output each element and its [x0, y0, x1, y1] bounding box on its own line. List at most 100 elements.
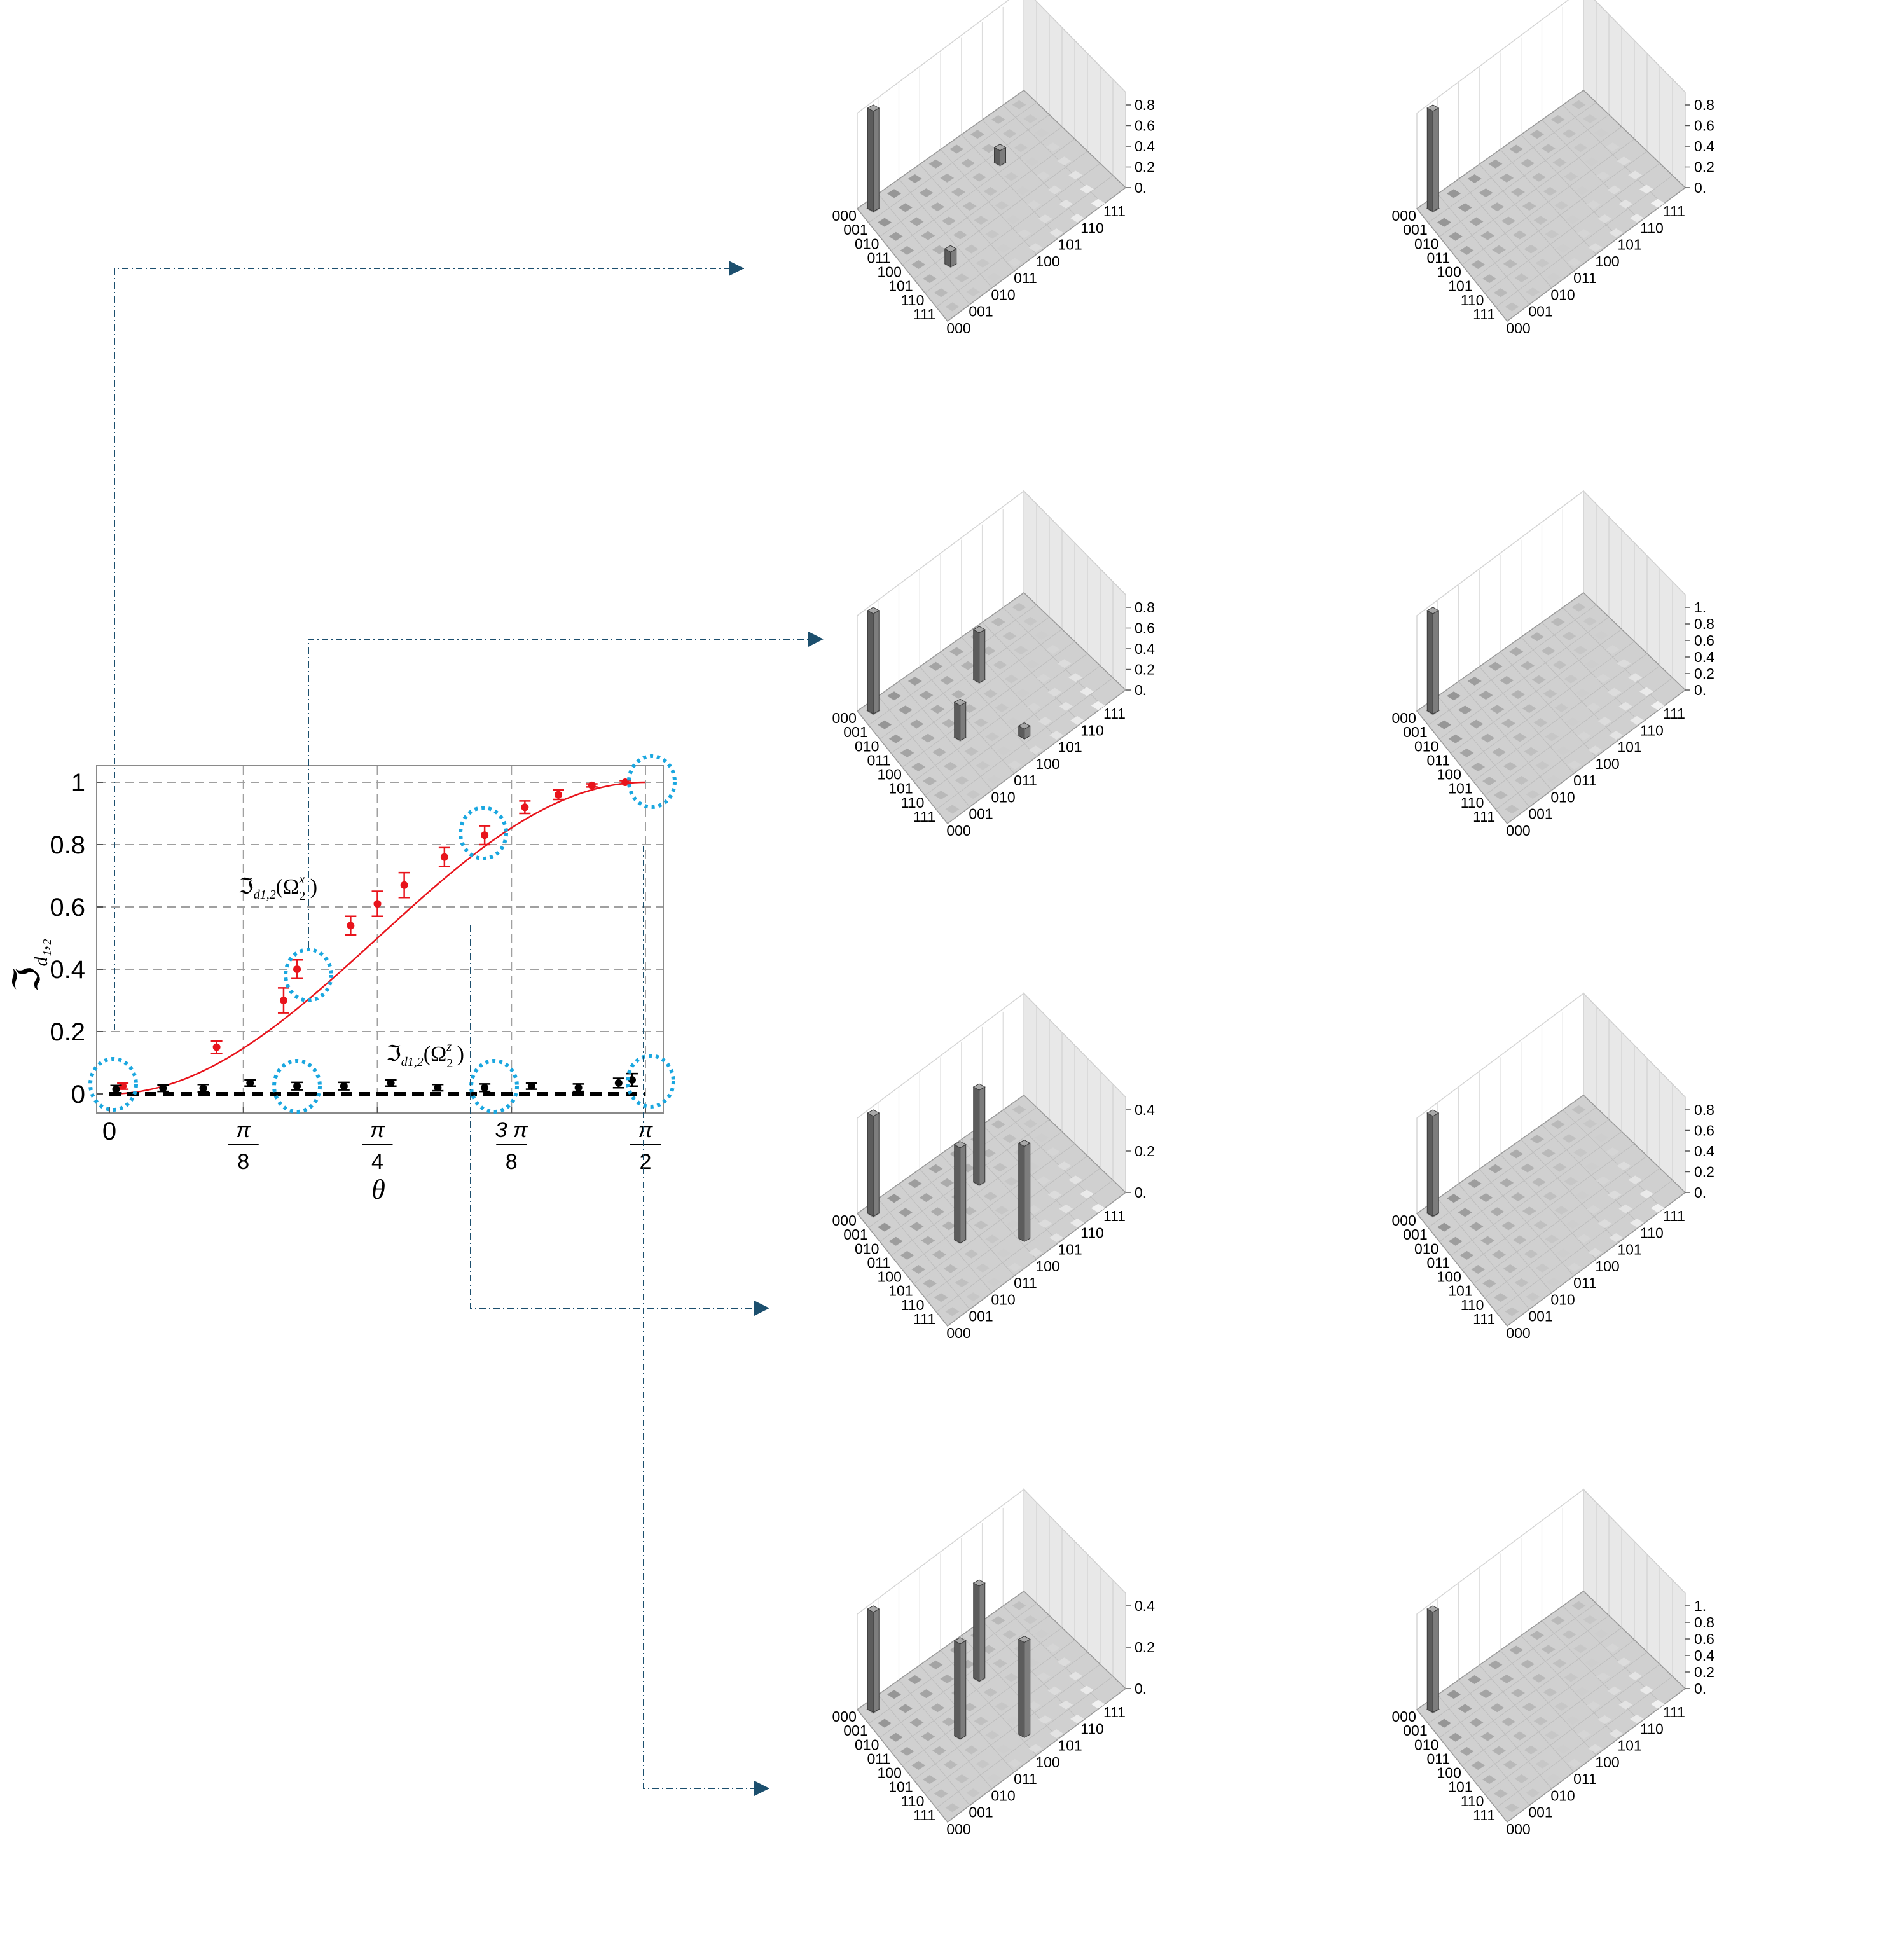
floor-tile — [1571, 1601, 1586, 1610]
series-z-point — [434, 1084, 442, 1092]
floor-tile — [1488, 159, 1503, 169]
panel-row3-right: 0000010100111001011101110000010100111001… — [1392, 992, 1714, 1341]
series-x-point — [212, 1043, 221, 1051]
floor-tile — [900, 1746, 914, 1756]
floor-tile — [1618, 701, 1633, 711]
floor-tile — [1617, 659, 1631, 668]
floor-tile — [1471, 1264, 1486, 1274]
floor-tile — [1004, 1177, 1019, 1186]
z-tick-label: 0.8 — [1694, 97, 1714, 113]
floor-tile — [1006, 717, 1020, 727]
floor-tile — [955, 775, 969, 785]
row-label: 000 — [832, 1708, 857, 1725]
row-label: 000 — [832, 710, 857, 726]
column-label: 110 — [1640, 1720, 1664, 1737]
floor-tile — [921, 231, 935, 240]
floor-tile — [1596, 1176, 1610, 1185]
column-label: 010 — [991, 1787, 1015, 1804]
floor-tile — [1531, 1177, 1546, 1187]
connector-arrows — [114, 261, 824, 1796]
floor-tile — [1514, 775, 1529, 785]
floor-tile — [1480, 733, 1495, 743]
floor-tile — [1566, 215, 1580, 225]
bar-side-right — [873, 610, 880, 715]
floor-tile — [1639, 1189, 1653, 1199]
floor-tile — [1492, 1250, 1506, 1259]
floor-tile — [1080, 687, 1094, 696]
floor-tile — [1007, 258, 1022, 267]
column-label: 110 — [1080, 219, 1104, 236]
floor-tile — [1007, 760, 1022, 770]
floor-tile — [900, 748, 914, 757]
floor-tile — [1012, 100, 1026, 109]
floor-tile — [1045, 142, 1060, 152]
floor-tile — [1585, 660, 1599, 669]
floor-tile — [1562, 1134, 1576, 1143]
floor-tile — [995, 1701, 1009, 1711]
bar-top — [867, 104, 880, 112]
floor-tile — [1617, 1161, 1631, 1171]
density-matrix-panels: 0000010100111001011101110000010100111001… — [832, 0, 1714, 1837]
floor-tile — [1531, 675, 1546, 684]
column-label: 001 — [969, 1804, 993, 1821]
floor-tile — [1458, 203, 1472, 212]
floor-tile — [1480, 1236, 1495, 1245]
column-label: 100 — [1035, 1258, 1059, 1274]
row-label: 100 — [1437, 766, 1461, 783]
floor-tile — [1575, 1191, 1589, 1200]
floor-tile — [919, 1689, 934, 1699]
floor-tile — [1535, 258, 1550, 268]
floor-tile — [1002, 1134, 1017, 1143]
floor-tile — [928, 1660, 943, 1669]
floor-tile — [1575, 186, 1589, 195]
floor-tile — [1550, 1615, 1565, 1625]
floor-tile — [1564, 172, 1578, 181]
row-label: 111 — [913, 306, 935, 322]
floor-tile — [1586, 702, 1601, 712]
floor-tile — [1068, 170, 1083, 180]
floor-tile — [1045, 1147, 1060, 1157]
floor-tile — [1479, 1689, 1493, 1699]
floor-tile — [1650, 1203, 1665, 1213]
floor-tile — [1467, 1178, 1482, 1188]
floor-tile — [1521, 158, 1535, 168]
bar-side-right — [1024, 1142, 1031, 1243]
x-tick-denominator: 8 — [506, 1150, 518, 1174]
floor-tile — [1628, 673, 1643, 682]
floor-tile — [1543, 689, 1557, 698]
row-label: 011 — [867, 249, 890, 266]
z-tick-label: 0.8 — [1694, 1102, 1714, 1118]
floor-grid — [913, 653, 1088, 782]
floor-tile — [1521, 1163, 1535, 1173]
y-tick-label: 1 — [71, 769, 85, 797]
floor-tile — [1488, 1660, 1503, 1669]
floor-tile — [1545, 732, 1559, 742]
floor-tile — [1471, 259, 1486, 269]
column-label: 011 — [1573, 772, 1597, 789]
row-label: 011 — [1426, 1254, 1450, 1271]
floor-tile — [1070, 715, 1084, 725]
floor-tile — [1023, 114, 1038, 123]
floor-tile — [1530, 1631, 1544, 1640]
bar-side-left — [973, 1086, 980, 1186]
floor-tile — [887, 1194, 901, 1203]
floor-tile — [1575, 1687, 1589, 1696]
floor-tile — [1630, 1218, 1644, 1227]
row-label: 001 — [843, 1722, 867, 1739]
row-label: 101 — [1448, 780, 1472, 797]
bar-side-right — [960, 1143, 967, 1244]
floor-tile — [1004, 674, 1019, 684]
floor-tile — [1016, 688, 1030, 698]
floor-tile — [1533, 1220, 1548, 1230]
row-label: 000 — [1392, 710, 1416, 726]
floor-tile — [976, 761, 990, 770]
floor-tile — [1524, 747, 1538, 756]
floor-grid — [925, 1664, 1101, 1795]
floor-tile — [1505, 1307, 1519, 1316]
floor-tile — [1490, 202, 1505, 212]
highlight-circle — [627, 754, 677, 809]
bar-side-right — [1432, 1112, 1439, 1217]
floor-tile — [1511, 187, 1525, 197]
column-label: 110 — [1080, 1720, 1104, 1737]
floor-tile — [1493, 288, 1508, 298]
